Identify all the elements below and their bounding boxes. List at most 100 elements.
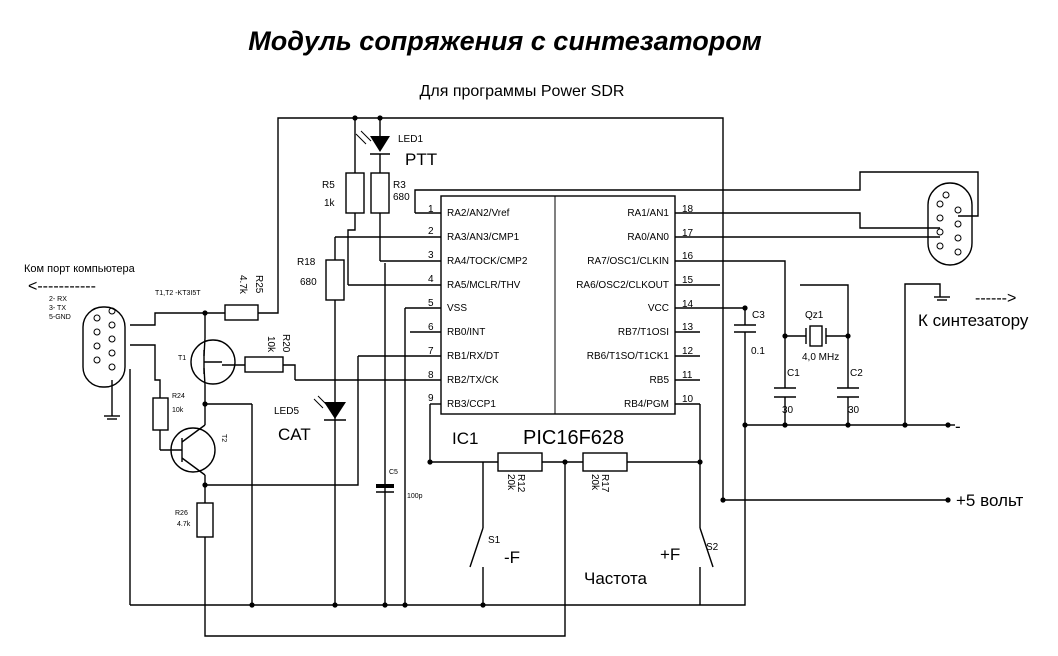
r17-label: R17 [599,474,610,493]
resistor-r3: R3 680 [370,172,410,214]
pin-name: VSS [447,303,467,314]
pin-number: 18 [682,204,694,215]
r25-label: R25 [253,275,264,294]
s1-label: S1 [488,535,501,546]
r24-label: R24 [172,393,185,400]
led5-diode: LED5 CAT [274,395,346,444]
r5-label: R5 [322,180,335,191]
pin-number: 14 [682,299,694,310]
r5-value: 1k [324,198,336,209]
pin-number: 2 [428,226,434,237]
pin-number: 5 [428,298,434,309]
resistor-r26: R26 4.7k [175,502,214,538]
pin-rx-label: 2- RX [49,296,67,303]
r18-label: R18 [297,257,316,268]
resistor-r5: R5 1k [322,172,365,214]
pin-number: 4 [428,274,434,285]
s2-label: S2 [706,542,719,553]
c1-value: 30 [782,405,794,416]
frequency-label: Частота [584,569,648,588]
pin-name: RA2/AN2/Vref [447,208,510,219]
r12-label: R12 [515,474,526,493]
pin-number: 3 [428,250,434,261]
resistor-r18: R18 680 [297,257,345,301]
pin-name: RB1/RX/DT [447,351,499,362]
resistor-r20: R20 10k [244,334,291,373]
c2-value: 30 [848,405,860,416]
pin-number: 13 [682,322,694,333]
db9-synth-connector [927,182,973,301]
wiring [129,117,979,637]
ic1-left-pin-numbers: 1 2 3 4 5 6 7 8 9 [428,204,434,404]
diagram-title: Модуль сопряжения с синтезатором [248,26,761,56]
pin-number: 6 [428,322,434,333]
resistor-r17: R17 20k [582,452,628,493]
c3-value: 0.1 [751,346,765,357]
resistor-r24: R24 10k [152,393,185,431]
ptt-label: PTT [405,150,437,169]
r18-value: 680 [300,277,317,288]
ic1-ref: IC1 [452,429,478,448]
negative-rail-label: - [955,417,961,436]
pin-name: RB2/TX/CK [447,375,499,386]
pin-tx-label: 3- TX [49,305,66,312]
junction-dots [202,115,951,608]
t2-label: T2 [220,434,227,442]
led1-label: LED1 [398,134,423,145]
led5-label: LED5 [274,406,299,417]
capacitor-c2: C2 30 [837,368,863,416]
c3-label: C3 [752,310,765,321]
plus-f-label: +F [660,545,680,564]
pin-number: 9 [428,393,434,404]
c1-label: C1 [787,368,800,379]
c5-label: C5 [389,469,398,476]
pin-name: RB5 [650,375,670,386]
to-synth-label: К синтезатору [918,311,1029,330]
pin-number: 15 [682,275,694,286]
t1-label: T1 [178,355,186,362]
switch-s2: S2 +F [660,527,719,568]
led1-diode: LED1 PTT [355,130,437,173]
crystal-qz1: Qz1 4,0 MHz [802,310,839,363]
switch-s1: S1 -F [469,527,520,568]
db9-computer-connector [82,306,126,420]
pin-gnd-label: 5-GND [49,314,71,321]
to-synth-arrow: ------> [975,290,1016,307]
ic1-chip: IC1 PIC16F628 [440,195,676,449]
ic1-pin-stubs [295,212,700,405]
ic1-right-pin-names: RA1/AN1 RA0/AN0 RA7/OSC1/CLKIN RA6/OSC2/… [576,208,669,410]
resistor-r25: R25 4.7k [224,275,264,321]
r26-label: R26 [175,510,188,517]
r20-value: 10k [265,336,276,353]
qz1-value: 4,0 MHz [802,352,839,363]
pin-name: RB7/T1OSI [618,327,669,338]
com-port-arrow: <----------- [28,278,96,295]
resistor-r12: R12 20k [497,452,543,493]
capacitor-c1: C1 30 [774,368,800,416]
pin-name: RA1/AN1 [627,208,669,219]
pin-name: RB6/T1SO/T1CK1 [587,351,670,362]
ic1-part: PIC16F628 [523,427,624,449]
diagram-subtitle: Для программы Power SDR [420,83,625,100]
c5-value: 100p [407,493,423,500]
pin-number: 1 [428,204,434,215]
r17-value: 20k [589,474,600,491]
transistor-t2: T2 [170,424,227,485]
pin-number: 7 [428,346,434,357]
c2-label: C2 [850,368,863,379]
ic1-left-pin-names: RA2/AN2/Vref RA3/AN3/CMP1 RA4/TOCK/CMP2 … [447,208,528,410]
r26-value: 4.7k [177,521,191,528]
pin-name: RB4/PGM [624,399,669,410]
r24-value: 10k [172,407,184,414]
pin-name: RB0/INT [447,327,485,338]
capacitor-c5: C5 100p [376,469,423,500]
transistors-label: T1,T2 -KT3I5T [155,290,201,297]
pin-name: RA6/OSC2/CLKOUT [576,280,669,291]
r3-value: 680 [393,192,410,203]
pin-name: RB3/CCP1 [447,399,496,410]
pin-number: 17 [682,228,694,239]
pin-number: 10 [682,394,694,405]
pin-name: RA3/AN3/CMP1 [447,232,520,243]
pin-name: VCC [648,303,669,314]
